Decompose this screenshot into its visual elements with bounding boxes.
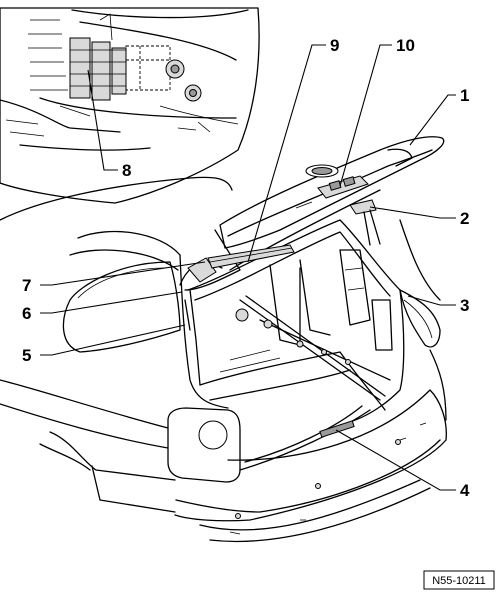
tailgate	[184, 136, 445, 291]
leader-lines	[40, 44, 456, 491]
car-body	[0, 176, 447, 543]
detail-inset	[0, 7, 260, 204]
callout-10: 10	[396, 36, 415, 55]
figure-reference: N55-10211	[432, 575, 486, 587]
figure-reference-box: N55-10211	[423, 570, 495, 590]
callout-3: 3	[460, 296, 469, 315]
callout-2: 2	[460, 209, 469, 228]
callout-labels: 1 2 3 4 5 6 7 8 9 10	[22, 36, 470, 500]
callout-6: 6	[22, 304, 31, 323]
callout-8: 8	[122, 161, 131, 180]
callout-9: 9	[330, 36, 339, 55]
callout-1: 1	[460, 86, 469, 105]
callout-7: 7	[22, 276, 31, 295]
callout-4: 4	[460, 481, 470, 500]
callout-5: 5	[22, 346, 31, 365]
luggage-compartment	[179, 219, 405, 471]
